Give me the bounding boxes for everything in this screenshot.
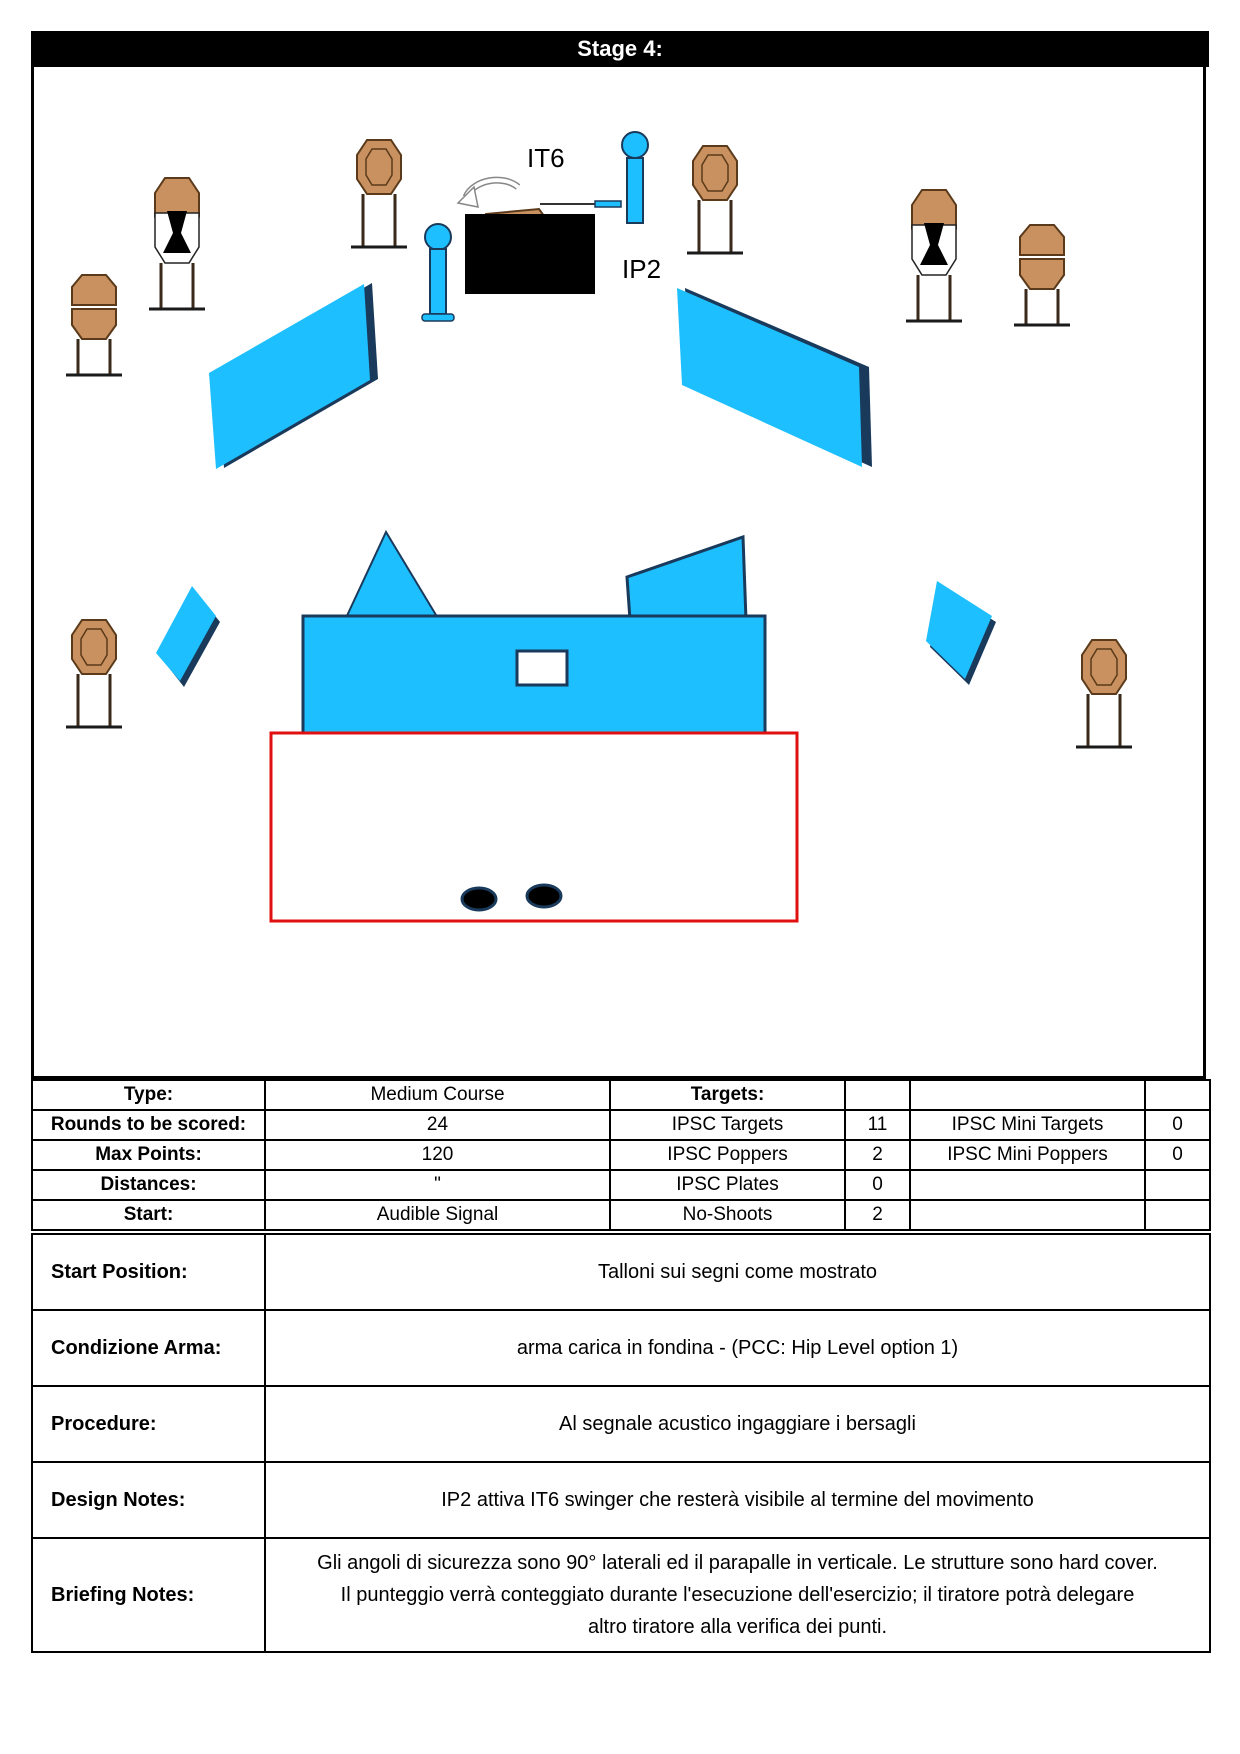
stage-diagram: IT6 IP2 <box>31 67 1206 1079</box>
ipsc-poppers-value: 2 <box>844 1139 911 1171</box>
maxpoints-label: Max Points: <box>31 1139 266 1171</box>
stage-title: Stage 4: <box>31 31 1209 67</box>
popper-icon <box>421 223 455 322</box>
noshoots-value: 2 <box>844 1199 911 1231</box>
ip2-label: IP2 <box>622 254 661 284</box>
target-icon <box>1074 638 1134 749</box>
mini-poppers-label: IPSC Mini Poppers <box>909 1139 1146 1171</box>
target-icon <box>64 273 124 377</box>
wall-port <box>515 649 569 687</box>
stage-details-table: Type: Medium Course Targets: Rounds to b… <box>31 1079 1211 1231</box>
target-icon <box>64 618 124 729</box>
ipsc-plates-label: IPSC Plates <box>609 1169 846 1201</box>
rounds-value: 24 <box>264 1109 611 1141</box>
briefing-line: altro tiratore alla verifica dei punti. <box>587 1616 888 1638</box>
condition-label: Condizione Arma: <box>31 1309 266 1387</box>
type-value: Medium Course <box>264 1079 611 1111</box>
briefing-line: Il punteggio verrà conteggiato durante l… <box>340 1584 1135 1606</box>
targets-label: Targets: <box>609 1079 846 1111</box>
start-value: Audible Signal <box>264 1199 611 1231</box>
no-shoot-target-icon <box>904 188 964 323</box>
target-icon <box>685 144 745 255</box>
condition-value: arma carica in fondina - (PCC: Hip Level… <box>264 1309 1211 1387</box>
ipsc-targets-value: 11 <box>844 1109 911 1141</box>
it6-label: IT6 <box>527 143 565 173</box>
stage-diagram-svg: IT6 IP2 <box>64 131 1134 923</box>
design-notes-label: Design Notes: <box>31 1461 266 1539</box>
start-position-label: Start Position: <box>31 1233 266 1311</box>
popper-icon <box>594 131 649 224</box>
wall-triangle-left <box>343 529 441 621</box>
design-notes-value: IP2 attiva IT6 swinger che resterà visib… <box>264 1461 1211 1539</box>
heel-mark-icon <box>525 883 563 909</box>
maxpoints-value: 120 <box>264 1139 611 1171</box>
start-label: Start: <box>31 1199 266 1231</box>
target-icon <box>349 138 409 249</box>
noshoots-label: No-Shoots <box>609 1199 846 1231</box>
mini-targets-value: 0 <box>1144 1109 1211 1141</box>
briefing-notes-label: Briefing Notes: <box>31 1537 266 1653</box>
ipsc-plates-value: 0 <box>844 1169 911 1201</box>
type-label: Type: <box>31 1079 266 1111</box>
briefing-notes-value: Gli angoli di sicurezza sono 90° lateral… <box>264 1537 1211 1653</box>
briefing-line: Gli angoli di sicurezza sono 90° lateral… <box>317 1552 1158 1574</box>
heel-mark-icon <box>460 886 498 912</box>
procedure-label: Procedure: <box>31 1385 266 1463</box>
barrel-block <box>465 214 595 294</box>
wall-triangle-right <box>625 534 748 622</box>
ipsc-poppers-label: IPSC Poppers <box>609 1139 846 1171</box>
mini-poppers-value: 0 <box>1144 1139 1211 1171</box>
target-icon <box>1012 223 1072 327</box>
distances-label: Distances: <box>31 1169 266 1201</box>
rounds-label: Rounds to be scored: <box>31 1109 266 1141</box>
ipsc-targets-label: IPSC Targets <box>609 1109 846 1141</box>
mini-targets-label: IPSC Mini Targets <box>909 1109 1146 1141</box>
no-shoot-target-icon <box>147 176 207 311</box>
stage-notes-table: Start Position: Talloni sui segni come m… <box>31 1233 1211 1653</box>
start-position-value: Talloni sui segni come mostrato <box>264 1233 1211 1311</box>
distances-value: " <box>264 1169 611 1201</box>
procedure-value: Al segnale acustico ingaggiare i bersagl… <box>264 1385 1211 1463</box>
